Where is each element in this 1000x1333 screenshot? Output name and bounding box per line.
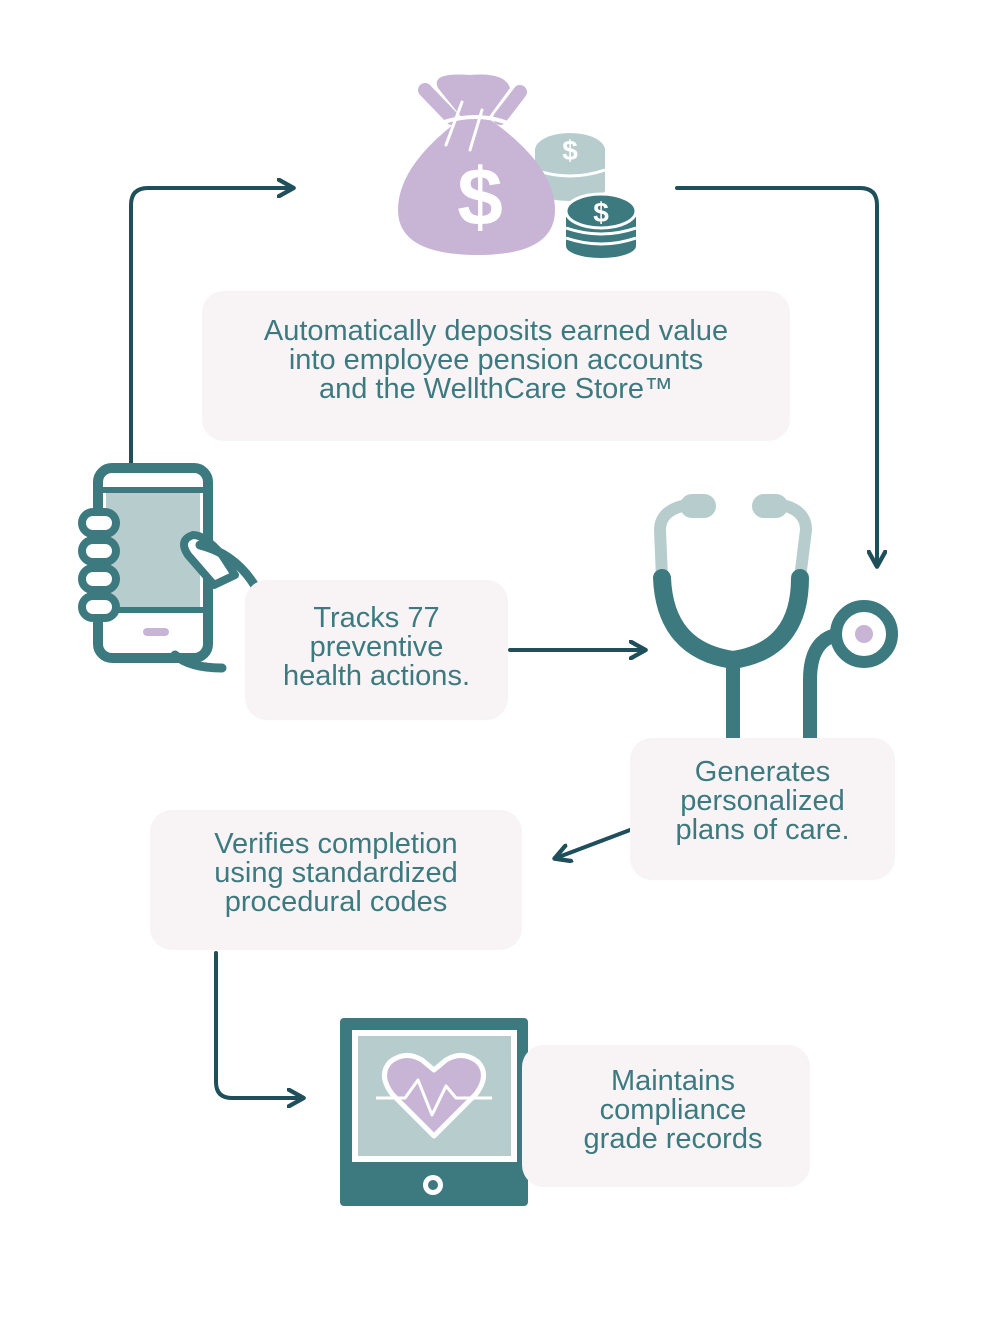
dollar-sign-icon: $ bbox=[457, 152, 503, 243]
step-text-generates: Generates personalized plans of care. bbox=[675, 755, 850, 846]
arrow-generates-to-verifies bbox=[556, 828, 632, 858]
svg-text:$: $ bbox=[562, 135, 578, 166]
coin-stack-back-icon: $ bbox=[534, 133, 606, 201]
phone-home-button-icon bbox=[143, 628, 169, 636]
hand-fingers-icon bbox=[78, 508, 120, 622]
step-box-generates: Generates personalized plans of care. bbox=[630, 738, 895, 880]
connector-arrows bbox=[129, 186, 877, 1098]
heartbeat-line-icon bbox=[376, 1078, 492, 1117]
hand-holding-smartphone-icon bbox=[78, 463, 280, 673]
coin-stack-front-icon: $ bbox=[564, 192, 638, 258]
stethoscope-icon bbox=[653, 494, 898, 745]
tablet-heart-monitor-icon bbox=[340, 1018, 528, 1206]
money-bag-with-coins-icon: $ $ $ bbox=[398, 74, 638, 258]
heart-icon bbox=[382, 1053, 486, 1139]
step-box-verifies: Verifies completion using standardized p… bbox=[150, 810, 522, 950]
arrow-phone-to-money bbox=[129, 188, 292, 470]
step-text-deposits: Automatically deposits earned value into… bbox=[263, 314, 729, 405]
step-box-deposits: Automatically deposits earned value into… bbox=[202, 291, 790, 441]
step-box-tracks: Tracks 77 preventive health actions. bbox=[245, 580, 508, 720]
step-text-tracks: Tracks 77 preventive health actions. bbox=[282, 601, 470, 692]
step-box-maintains: Maintains compliance grade records bbox=[522, 1045, 810, 1187]
step-text-verifies: Verifies completion using standardized p… bbox=[214, 827, 458, 918]
money-bag-icon bbox=[398, 74, 555, 256]
svg-text:$: $ bbox=[593, 197, 609, 228]
arrow-verifies-to-tablet bbox=[214, 951, 302, 1098]
arrow-money-to-stethoscope bbox=[675, 186, 877, 565]
step-text-maintains: Maintains compliance grade records bbox=[583, 1064, 763, 1155]
